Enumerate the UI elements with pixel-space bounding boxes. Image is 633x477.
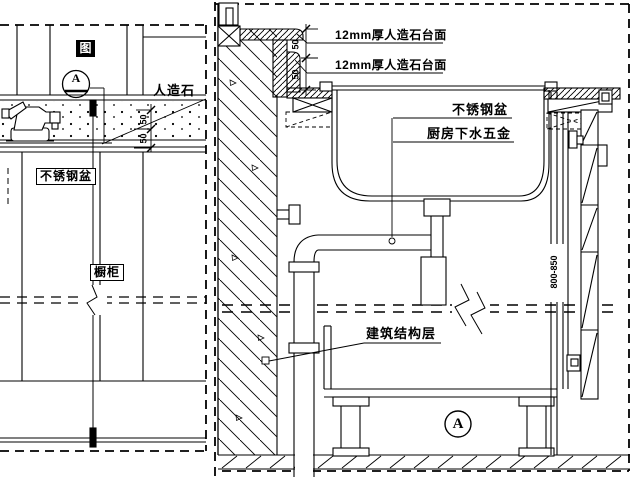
right-break-symbol [452, 282, 490, 336]
left-tag-box: 图 [76, 40, 95, 57]
edge-dimension [301, 24, 318, 96]
edge-dim-upper: 50 [290, 39, 301, 50]
stone-label-leader [101, 98, 207, 145]
cabinet-base [323, 325, 557, 457]
right-structure-label: 建筑结构层 [366, 326, 437, 341]
height-dim-gap [543, 244, 565, 302]
left-dim-upper: 50 [138, 114, 149, 125]
left-sink-label: 不锈钢盆 [36, 168, 97, 185]
wall-valve [277, 204, 301, 225]
concrete-wall [218, 29, 277, 455]
section-marker [61, 69, 105, 143]
detail-marker-circle [444, 410, 472, 438]
right-sink-label: 不锈钢盆 [452, 102, 509, 117]
drain-assembly [288, 198, 451, 477]
left-section-marker-label: A [71, 71, 81, 85]
countertop-callout-1: 12mm厚人造石台面 [335, 28, 447, 42]
countertop-callout-leaders [294, 33, 443, 74]
left-dimension [134, 104, 156, 153]
left-stone-label: 人造石 [153, 83, 196, 98]
cabinet-door [566, 109, 608, 400]
countertop-callout-2: 12mm厚人造石台面 [335, 58, 447, 72]
left-upper-elevation [16, 25, 206, 95]
structure-hidden-lines [222, 304, 620, 313]
detail-marker-label: A [452, 416, 464, 432]
wood-blocking [217, 2, 241, 47]
left-view-border [0, 24, 207, 452]
cabinet-height-dim: 800-850 [549, 255, 559, 289]
floor-slab [218, 454, 630, 470]
right-view-linework [214, 2, 630, 477]
sink-label-leaders [388, 117, 514, 245]
wall-symbols [229, 79, 265, 422]
left-view-linework [0, 24, 207, 452]
left-cabinet-label: 橱柜 [90, 264, 125, 281]
right-view-border [214, 2, 630, 476]
sink-bowl [319, 81, 558, 202]
structure-label-leader [261, 342, 441, 365]
right-drain-label: 厨房下水五金 [427, 126, 512, 141]
left-break-symbol [85, 284, 107, 316]
edge-dim-lower: 50 [290, 69, 301, 80]
faucet [1, 101, 61, 142]
left-dim-lower: 50 [138, 133, 149, 144]
